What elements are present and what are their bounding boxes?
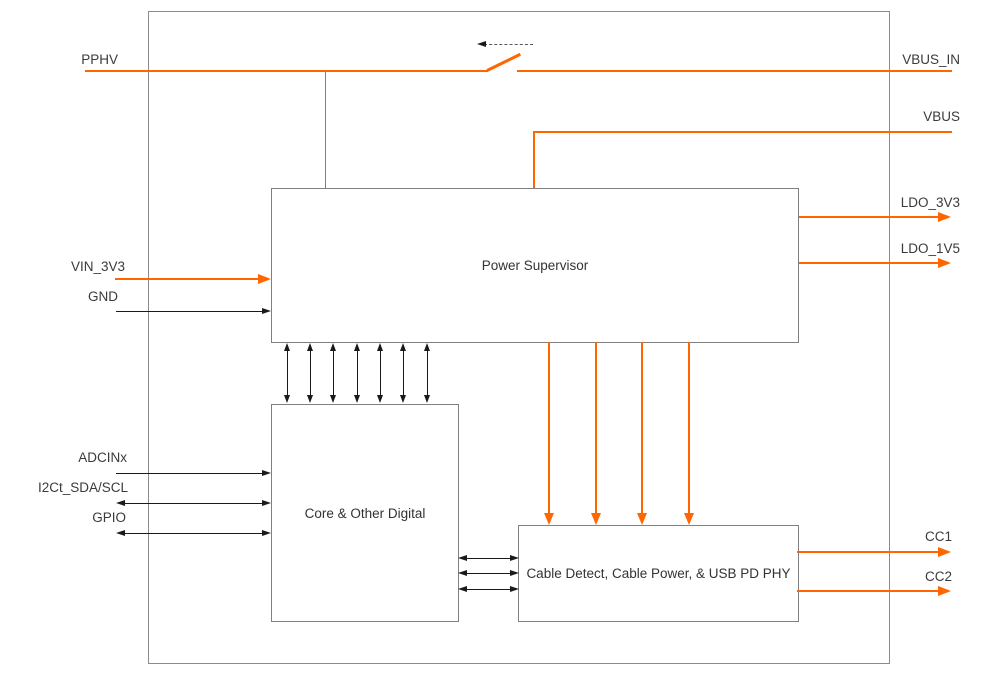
ps-cable-power-arrow	[683, 342, 694, 525]
ps-core-bus-arrow	[400, 343, 406, 403]
ldo-3v3-arrow-icon	[938, 211, 951, 222]
vin-3v3-arrow-icon	[258, 273, 271, 284]
ps-core-bus-arrow	[424, 343, 430, 403]
pin-label-gpio: GPIO	[92, 510, 126, 525]
ldo-3v3-line	[797, 216, 938, 218]
i2c-left-arrow-icon	[116, 500, 125, 506]
pphv-to-supervisor-line	[325, 71, 326, 188]
gnd-line	[116, 311, 262, 312]
power-supervisor-label: Power Supervisor	[481, 258, 589, 273]
pin-label-i2c: I2Ct_SDA/SCL	[37, 480, 128, 495]
gpio-line	[125, 533, 262, 534]
vbus-in-line	[517, 70, 952, 72]
cable-detect-label: Cable Detect, Cable Power, & USB PD PHY	[526, 566, 791, 581]
ps-core-bus-arrow	[354, 343, 360, 403]
ldo-1v5-arrow-icon	[938, 257, 951, 268]
gpio-left-arrow-icon	[116, 530, 125, 536]
pin-label-adcinx: ADCINx	[78, 450, 127, 465]
cc1-line	[797, 551, 938, 553]
gnd-arrow-icon	[262, 308, 271, 314]
core-digital-label: Core & Other Digital	[304, 505, 426, 521]
adcinx-line	[116, 473, 262, 474]
ps-cable-power-arrow	[543, 342, 554, 525]
pin-label-gnd: GND	[88, 289, 118, 304]
i2c-right-arrow-icon	[262, 500, 271, 506]
cc2-line	[797, 590, 938, 592]
ps-cable-power-arrow	[590, 342, 601, 525]
pin-label-cc1: CC1	[924, 529, 952, 544]
vin-3v3-line	[115, 278, 258, 280]
switch-control-arrow-icon	[477, 41, 486, 47]
i2c-line	[125, 503, 262, 504]
ps-core-bus-arrow	[284, 343, 290, 403]
ps-core-bus-arrow	[377, 343, 383, 403]
adcinx-arrow-icon	[262, 470, 271, 476]
pin-label-vin3v3: VIN_3V3	[70, 259, 125, 274]
ldo-1v5-line	[797, 262, 938, 264]
switch-control-line	[484, 44, 533, 45]
pin-label-vbus: VBUS	[923, 109, 960, 124]
pin-label-ldo3v3: LDO_3V3	[900, 195, 960, 210]
ps-cable-power-arrow	[636, 342, 647, 525]
core-cable-bus-arrow	[458, 569, 519, 576]
pin-label-vbus-in: VBUS_IN	[902, 52, 960, 67]
gpio-right-arrow-icon	[262, 530, 271, 536]
pin-label-cc2: CC2	[924, 569, 952, 584]
core-digital-block: Core & Other Digital	[271, 404, 459, 622]
chip-boundary-frame	[148, 11, 890, 664]
core-cable-bus-arrow	[458, 585, 519, 592]
vbus-line	[533, 131, 952, 133]
pin-label-ldo1v5: LDO_1V5	[900, 241, 960, 256]
cable-detect-block: Cable Detect, Cable Power, & USB PD PHY	[518, 525, 799, 622]
pphv-line	[85, 70, 488, 72]
cc1-arrow-icon	[938, 546, 951, 557]
pin-label-pphv: PPHV	[81, 52, 118, 67]
cc2-arrow-icon	[938, 585, 951, 596]
vbus-drop-line	[533, 131, 535, 188]
ps-core-bus-arrow	[307, 343, 313, 403]
ps-core-bus-arrow	[330, 343, 336, 403]
power-supervisor-block: Power Supervisor	[271, 188, 799, 343]
core-cable-bus-arrow	[458, 554, 519, 561]
